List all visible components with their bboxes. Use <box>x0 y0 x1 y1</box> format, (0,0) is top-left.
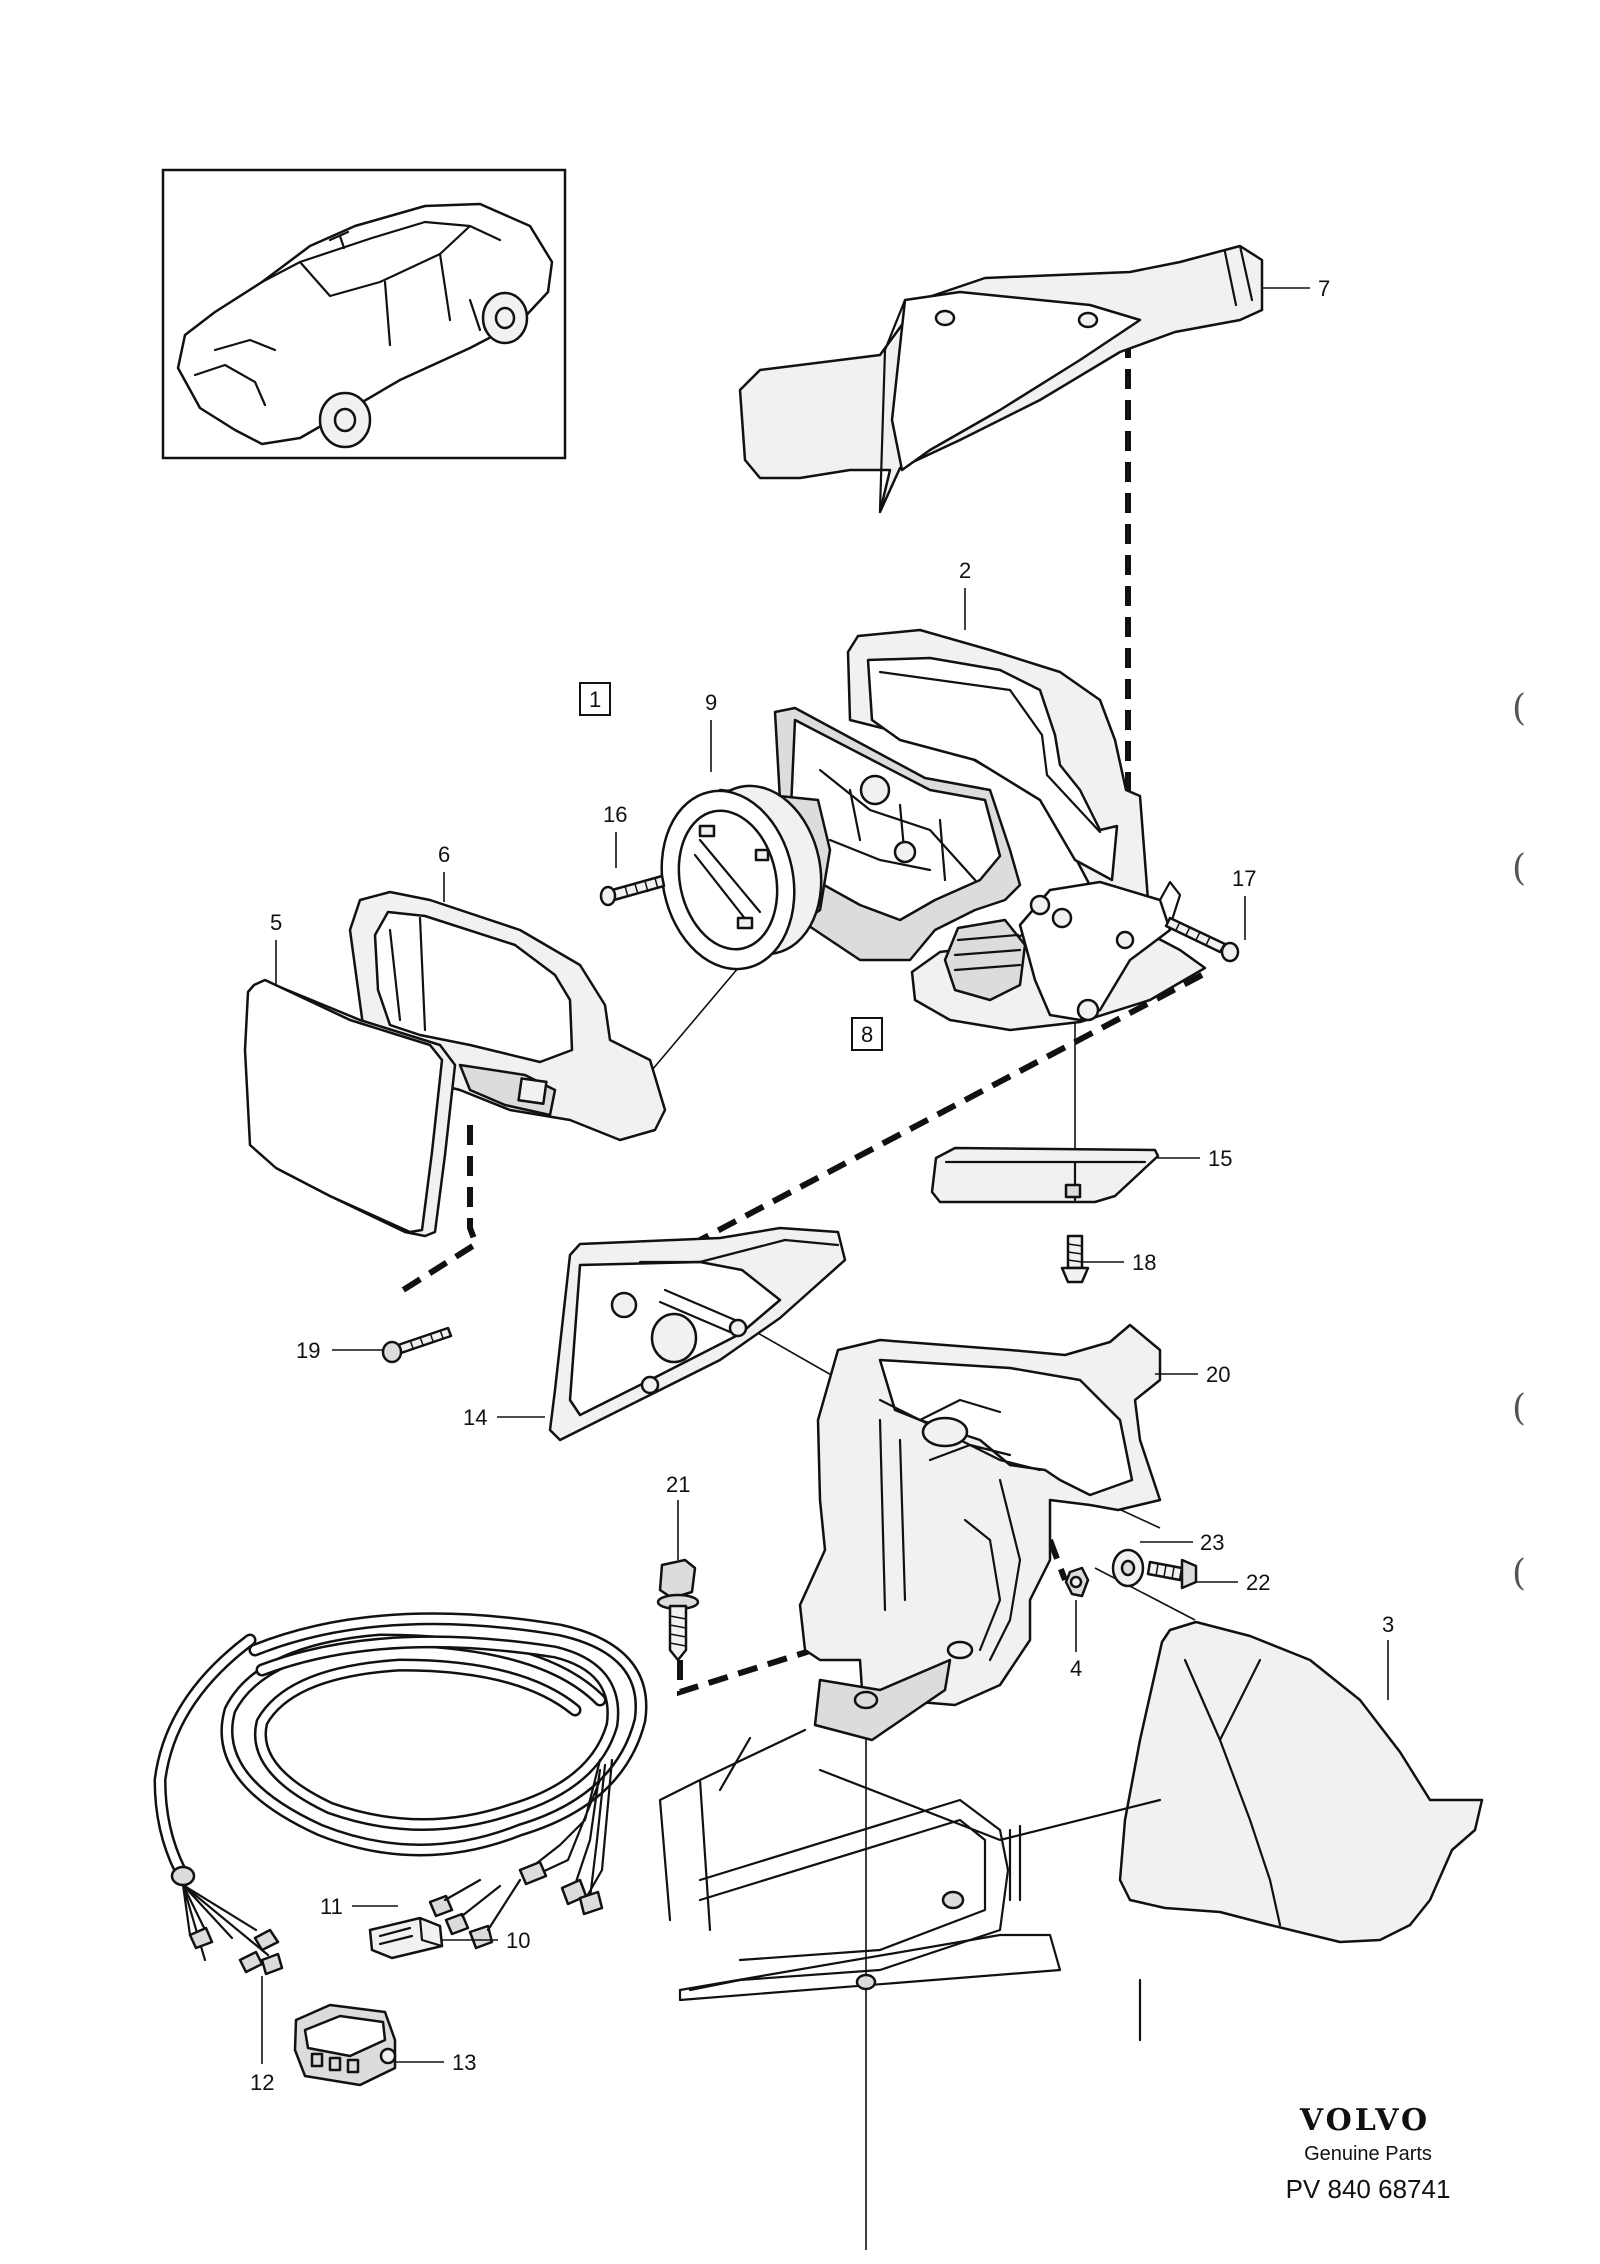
bolt-22-icon <box>1146 1558 1198 1590</box>
connector-10-icon <box>368 1916 444 1960</box>
margin-mark: ( <box>1512 1553 1526 1594</box>
margin-mark: ( <box>1512 688 1526 729</box>
connector-block-icon <box>293 2003 397 2087</box>
callout-2: 2 <box>959 558 971 583</box>
mirror-bracket-icon <box>768 706 1207 1032</box>
callout-14: 14 <box>463 1405 487 1430</box>
callout-19: 19 <box>296 1338 320 1363</box>
callout-5: 5 <box>270 910 282 935</box>
callout-18: 18 <box>1132 1250 1156 1275</box>
callout-23: 23 <box>1200 1530 1224 1555</box>
callout-7: 7 <box>1318 276 1330 301</box>
callout-9: 9 <box>705 690 717 715</box>
mounting-plate-14-icon <box>548 1226 847 1442</box>
car-location-inset <box>161 168 567 460</box>
screw-18-icon <box>1060 1234 1090 1284</box>
car-location-thumbnail-icon <box>176 202 554 449</box>
callout-21: 21 <box>666 1472 690 1497</box>
brand-block: VOLVO Genuine Parts PV 840 68741 <box>1286 2103 1451 2204</box>
door-frame-outline <box>658 1728 1162 2042</box>
callout-1: 1 <box>589 687 601 712</box>
mirror-base-20-icon <box>798 1323 1162 1742</box>
brand-subtitle: Genuine Parts <box>1304 2143 1432 2165</box>
callout-13: 13 <box>452 2050 476 2075</box>
callout-17: 17 <box>1232 866 1256 891</box>
washer-23-icon <box>1111 1548 1145 1588</box>
screw-16-icon <box>599 874 666 907</box>
callout-4: 4 <box>1070 1656 1082 1681</box>
mirror-back-housing <box>846 628 1150 912</box>
callout-11: 11 <box>320 1894 343 1919</box>
screw-19-icon <box>381 1326 453 1364</box>
mirror-cover-cap-icon <box>738 244 1264 514</box>
clip-4-icon <box>1064 1566 1090 1598</box>
margin-mark: ( <box>1512 1388 1526 1429</box>
callout-6: 6 <box>438 842 450 867</box>
callout-20: 20 <box>1206 1362 1230 1387</box>
diagram-reference: PV 840 68741 <box>1286 2174 1451 2204</box>
wiring-harness-icon <box>153 1612 648 1976</box>
margin-marks: ( ( ( ( <box>1512 688 1526 1594</box>
callout-12: 12 <box>250 2070 274 2095</box>
bolt-21-icon <box>656 1558 700 1662</box>
callout-leaders <box>261 287 1389 2064</box>
callout-15: 15 <box>1208 1146 1232 1171</box>
mirror-cover-cap-icon <box>1118 1620 1484 1944</box>
callout-labels: 7 2 9 16 6 5 17 15 18 19 14 20 21 23 22 … <box>250 276 1394 2095</box>
mirror-actuator-icon <box>660 784 832 971</box>
callout-16: 16 <box>603 802 627 827</box>
boxed-callouts: 1 8 <box>579 682 883 1051</box>
margin-mark: ( <box>1512 848 1526 889</box>
screw-17-icon <box>1164 916 1240 963</box>
callout-8: 8 <box>861 1022 873 1047</box>
brand-logo: VOLVO <box>1299 2103 1430 2138</box>
callout-3: 3 <box>1382 1612 1394 1637</box>
callout-10: 10 <box>506 1928 530 1953</box>
callout-22: 22 <box>1246 1570 1270 1595</box>
cover-plate-15-icon <box>930 1146 1160 1204</box>
mirror-glass-icon <box>243 978 457 1238</box>
